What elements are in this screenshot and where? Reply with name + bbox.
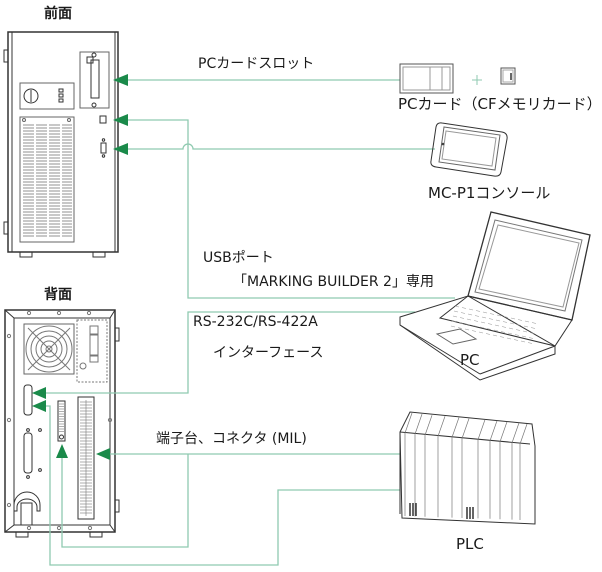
- pc-card-image: [399, 63, 454, 94]
- terminal-connector-label: 端子台、コネクタ (MIL): [156, 431, 307, 447]
- plus-sign-icon: [472, 75, 482, 85]
- console-image: [430, 122, 508, 177]
- arrow-usb: [113, 114, 128, 126]
- cable-gland: [13, 491, 41, 526]
- plc-label: PLC: [456, 535, 484, 553]
- arrow-console: [113, 143, 128, 155]
- arrow-terminal-block: [96, 448, 110, 460]
- front-heading: 前面: [44, 6, 72, 22]
- rs232-connector: [23, 384, 33, 416]
- arrow-rs232: [32, 387, 46, 399]
- console-port: [100, 142, 107, 154]
- usb-dedicated-label: 「MARKING BUILDER 2」専用: [233, 274, 434, 290]
- line-usb: [128, 119, 455, 299]
- connection-lines: [44, 79, 455, 566]
- front-vent-grille: [19, 116, 75, 243]
- rear-heading: 背面: [44, 287, 72, 303]
- cf-card-image: [500, 67, 516, 85]
- line-mil-connector: [61, 454, 189, 548]
- pc-card-slot-panel: [79, 51, 110, 109]
- arrow-plc-serial: [32, 400, 46, 412]
- usb-port: [99, 115, 107, 124]
- console-label: MC-P1コンソール: [428, 184, 551, 202]
- line-rs232: [44, 311, 415, 394]
- rear-unit: [4, 309, 120, 538]
- arrow-mil-connector: [56, 444, 68, 458]
- rs-interface-label-line1: RS-232C/RS-422A: [193, 314, 318, 330]
- usb-port-label: USBポート: [203, 250, 274, 266]
- plc-image: [399, 411, 536, 525]
- rs-interface-label-line2: インターフェース: [213, 345, 324, 361]
- terminal-block: [77, 396, 95, 520]
- pc-card-label: PCカード（CFメモリカード）: [398, 95, 602, 113]
- line-console: [128, 143, 435, 150]
- dsub-connector: [23, 432, 33, 474]
- arrow-pc-card-slot: [113, 74, 128, 86]
- cooling-fan: [23, 323, 75, 375]
- front-unit: [3, 31, 119, 258]
- laptop-image: [399, 211, 591, 381]
- arrows: [32, 74, 128, 460]
- mil-connector: [57, 400, 66, 442]
- line-plc-serial: [44, 405, 400, 566]
- key-switch-panel: [19, 82, 75, 110]
- pc-label: PC: [460, 351, 480, 369]
- pc-card-slot-label: PCカードスロット: [198, 56, 315, 72]
- power-terminal: [76, 319, 108, 383]
